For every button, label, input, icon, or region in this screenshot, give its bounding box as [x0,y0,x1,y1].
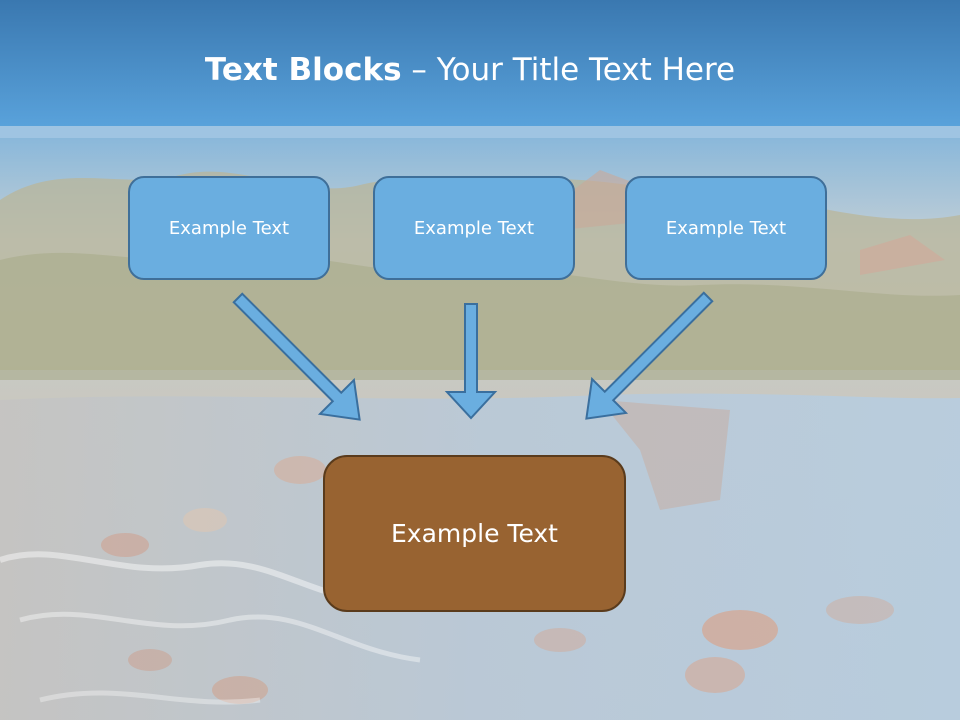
title-dash: – [411,52,427,88]
text-block-2[interactable]: Example Text [373,176,575,280]
down-arrow-icon-right [585,291,714,420]
down-arrow-icon-center [444,303,498,420]
result-block-label: Example Text [391,519,558,548]
title-rest-text: Your Title Text Here [436,52,736,88]
slide-title: Text Blocks – Your Title Text Here [0,52,940,88]
text-block-2-label: Example Text [413,217,535,239]
text-block-1[interactable]: Example Text [128,176,330,280]
text-block-3[interactable]: Example Text [625,176,827,280]
down-arrow-icon-left [232,292,361,421]
result-block[interactable]: Example Text [323,455,626,612]
title-bold-text: Text Blocks [204,52,402,88]
text-block-1-label: Example Text [168,217,290,239]
text-block-3-label: Example Text [665,217,787,239]
